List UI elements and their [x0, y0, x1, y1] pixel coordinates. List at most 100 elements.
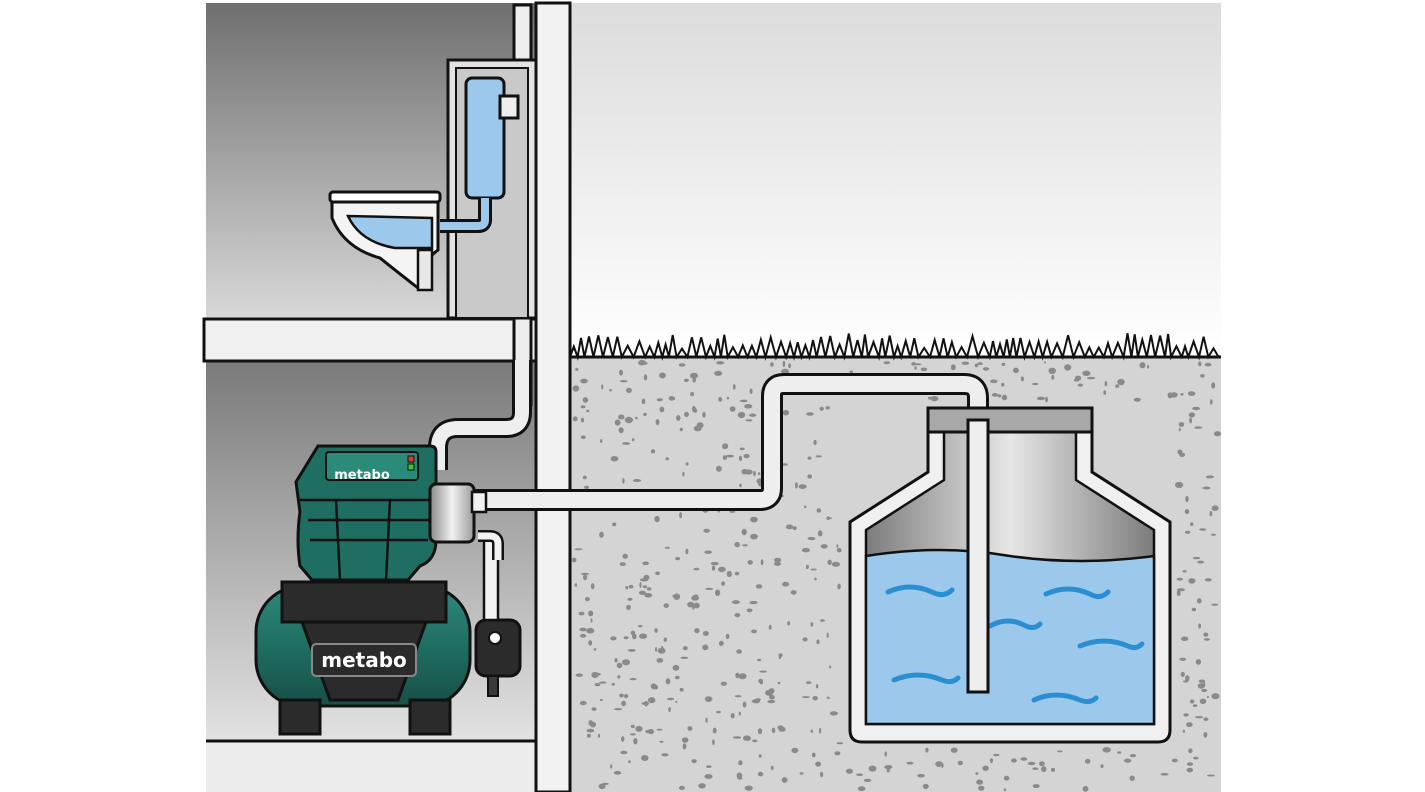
ground-speckle — [922, 783, 929, 790]
ground-speckle — [693, 567, 700, 571]
ground-speckle — [768, 624, 772, 630]
ground-speckle — [631, 438, 635, 442]
ground-speckle — [749, 413, 757, 417]
ground-speckle — [1044, 361, 1046, 364]
ground-speckle — [1147, 364, 1150, 369]
ground-speckle — [1036, 396, 1046, 401]
ground-speckle — [826, 517, 833, 520]
ground-speckle — [692, 606, 695, 610]
house-wall — [534, 1, 572, 792]
ground-speckle — [647, 728, 655, 735]
ground-speckle — [788, 363, 791, 369]
ground-speckle — [676, 415, 681, 421]
ground-speckle — [578, 611, 585, 616]
ground-speckle — [661, 753, 669, 757]
ground-speckle — [736, 649, 742, 654]
ground-speckle — [731, 600, 741, 605]
ground-speckle — [1197, 598, 1202, 604]
ground-speckle — [660, 646, 664, 652]
ground-speckle — [716, 465, 722, 472]
ground-speckle — [810, 622, 814, 627]
ground-speckle — [653, 685, 659, 690]
ground-speckle — [1187, 391, 1196, 396]
ground-speckle — [610, 456, 619, 462]
ground-speckle — [807, 474, 813, 479]
ground-speckle — [1177, 449, 1183, 455]
ground-speckle — [621, 736, 625, 742]
ground-speckle — [643, 574, 650, 580]
ground-speckle — [906, 761, 914, 765]
ground-speckle — [993, 753, 1000, 757]
ground-speckle — [1001, 382, 1005, 387]
ground-speckle — [1001, 394, 1008, 401]
ground-speckle — [643, 374, 648, 381]
ground-speckle — [626, 604, 631, 611]
ground-speckle — [1206, 696, 1210, 698]
ground-speckle — [641, 398, 646, 405]
ground-speckle — [656, 658, 664, 663]
ground-speckle — [681, 737, 689, 743]
ground-speckle — [1211, 693, 1220, 700]
ground-speckle — [659, 740, 664, 743]
ground-speckle — [920, 367, 928, 372]
ground-speckle — [648, 697, 656, 704]
ground-speckle — [785, 524, 794, 530]
ground-speckle — [826, 696, 830, 699]
basement-floor — [206, 741, 536, 792]
ground-speckle — [659, 372, 666, 379]
ground-speckle — [690, 372, 698, 379]
ground-speckle — [752, 739, 758, 743]
ground-speckle — [1203, 717, 1209, 721]
ground-speckle — [820, 771, 824, 778]
ground-speckle — [745, 419, 753, 422]
ground-speckle — [685, 548, 689, 555]
ground-speckle — [635, 725, 643, 732]
ground-speckle — [1198, 623, 1202, 629]
ground-speckle — [743, 735, 751, 741]
ground-speckle — [1204, 362, 1212, 367]
ground-speckle — [643, 412, 647, 416]
ground-speckle — [729, 510, 736, 513]
ground-speckle — [734, 695, 742, 698]
ground-speckle — [599, 699, 603, 701]
ground-speckle — [639, 633, 648, 639]
ground-speckle — [590, 618, 593, 623]
ground-speckle — [1057, 750, 1063, 753]
ground-speckle — [586, 733, 591, 738]
ground-speckle — [741, 468, 748, 475]
ground-speckle — [721, 581, 725, 586]
sky — [570, 3, 1221, 355]
ground-speckle — [732, 736, 742, 739]
ground-speckle — [582, 475, 587, 480]
ground-speckle — [991, 393, 998, 397]
ground-speckle — [790, 590, 797, 595]
ground-speckle — [675, 700, 678, 703]
ground-speckle — [588, 610, 594, 617]
ground-speckle — [1188, 748, 1193, 754]
ground-speckle — [739, 399, 748, 403]
ground-speckle — [1048, 367, 1056, 374]
ground-speckle — [781, 368, 790, 375]
ground-speckle — [734, 571, 740, 576]
ground-speckle — [801, 548, 811, 553]
ground-speckle — [641, 755, 649, 761]
ground-speckle — [1189, 699, 1195, 704]
ground-speckle — [819, 406, 824, 411]
ground-speckle — [814, 577, 817, 581]
ground-speckle — [734, 613, 741, 618]
ground-speckle — [1032, 767, 1039, 770]
ground-speckle — [807, 536, 816, 541]
ground-speckle — [950, 364, 956, 371]
ground-speckle — [930, 396, 939, 402]
ground-speckle — [975, 772, 979, 775]
ground-speckle — [1204, 578, 1212, 582]
ground-speckle — [663, 637, 667, 642]
ground-speckle — [627, 597, 633, 601]
ground-speckle — [801, 696, 811, 699]
ground-speckle — [806, 412, 814, 416]
ground-speckle — [754, 698, 761, 701]
ground-speckle — [1185, 675, 1190, 682]
ground-speckle — [782, 409, 790, 416]
pump-logo-small: metabo — [334, 468, 390, 483]
ground-speckle — [811, 752, 816, 758]
